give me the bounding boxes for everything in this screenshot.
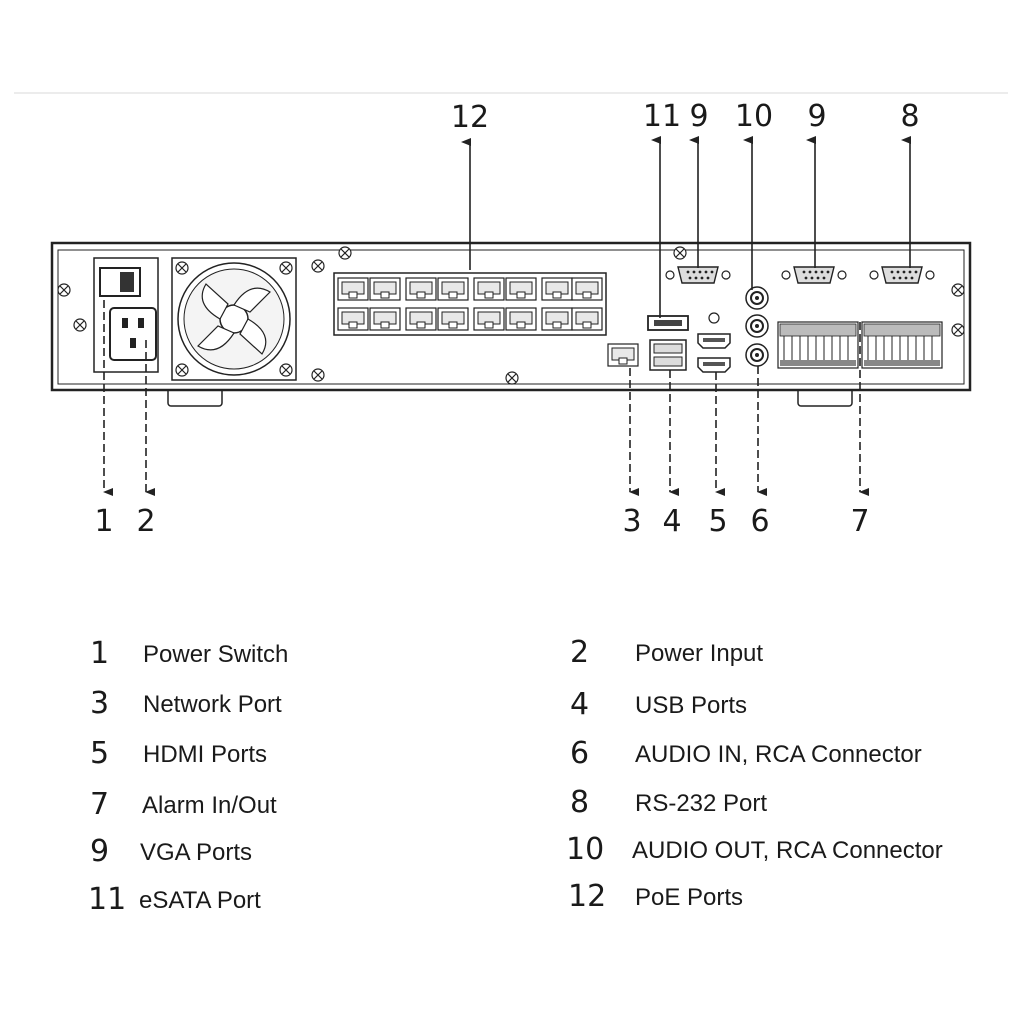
power-input <box>109 307 157 361</box>
hdmi-port-1 <box>697 333 731 349</box>
legend-number: 10 <box>566 832 605 867</box>
callout-8: 8 <box>900 99 919 134</box>
legend-number: 5 <box>90 736 110 771</box>
legend-number: 2 <box>570 635 590 670</box>
legend-label: Network Port <box>143 691 282 718</box>
legend-label: Power Switch <box>143 641 289 668</box>
callout-11: 11 <box>643 99 681 134</box>
screw <box>311 259 325 273</box>
legend-number: 3 <box>90 686 110 721</box>
screw <box>73 318 87 332</box>
legend-number: 9 <box>90 834 110 869</box>
legend-number: 6 <box>570 736 590 771</box>
callout-10: 10 <box>735 99 773 134</box>
legend-label: HDMI Ports <box>143 741 268 768</box>
legend-label: USB Ports <box>635 692 748 719</box>
callout-4: 4 <box>662 504 681 539</box>
hdmi-screw <box>708 312 720 324</box>
callout-9b: 9 <box>807 99 826 134</box>
legend-number: 1 <box>90 636 110 671</box>
network-port <box>607 343 639 367</box>
legend-label: PoE Ports <box>635 884 744 911</box>
screw <box>311 368 325 382</box>
cooling-fan <box>171 257 297 381</box>
screw <box>338 246 352 260</box>
hdmi-port-2 <box>697 357 731 373</box>
callout-5: 5 <box>708 504 727 539</box>
audio-in-rca-2 <box>745 343 769 367</box>
callout-2: 2 <box>136 504 155 539</box>
callout-9a: 9 <box>689 99 708 134</box>
callout-6: 6 <box>750 504 769 539</box>
audio-in-rca-1 <box>745 314 769 338</box>
audio-out-rca <box>745 286 769 310</box>
legend-label: AUDIO IN, RCA Connector <box>635 741 922 768</box>
legend-label: Power Input <box>635 640 764 667</box>
legend-number: 11 <box>88 882 127 917</box>
rear-panel-diagram: 12 11 9 10 9 8 1 2 3 4 5 6 7 <box>14 92 1008 539</box>
callout-12: 12 <box>451 100 489 135</box>
power-switch-rocker <box>120 272 134 292</box>
screw <box>505 371 519 385</box>
screw <box>951 323 965 337</box>
screw <box>673 246 687 260</box>
legend-label: RS-232 Port <box>635 790 768 817</box>
legend-label: AUDIO OUT, RCA Connector <box>632 837 943 864</box>
legend-number: 8 <box>570 785 590 820</box>
legend-number: 12 <box>568 879 607 914</box>
legend-number: 4 <box>570 687 590 722</box>
legend-number: 7 <box>90 787 110 822</box>
poe-ports <box>333 272 607 336</box>
screw <box>57 283 71 297</box>
legend-label: Alarm In/Out <box>142 792 277 819</box>
callout-3: 3 <box>622 504 641 539</box>
legend-label: VGA Ports <box>140 839 253 866</box>
screw <box>951 283 965 297</box>
legend-label: eSATA Port <box>139 887 261 914</box>
callout-7: 7 <box>850 504 869 539</box>
device-chassis-inner <box>57 249 965 385</box>
usb-ports <box>649 339 687 371</box>
callout-1: 1 <box>94 504 113 539</box>
